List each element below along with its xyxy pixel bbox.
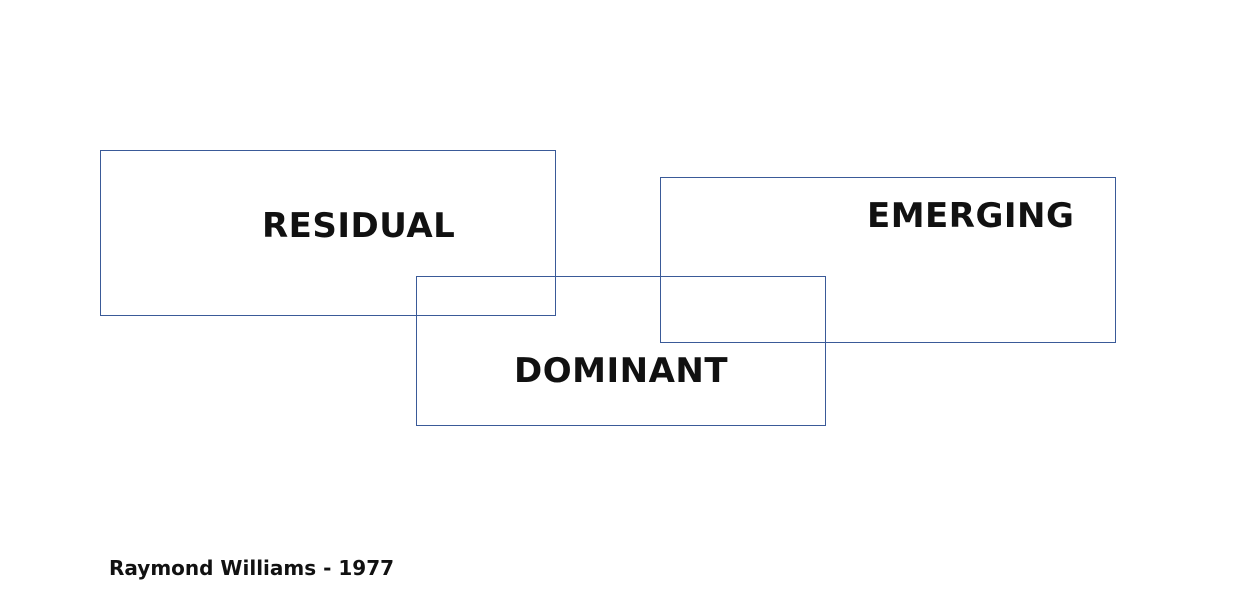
emerging-label: EMERGING — [867, 196, 1075, 236]
residual-box — [100, 150, 556, 316]
residual-label: RESIDUAL — [262, 206, 456, 246]
emerging-box — [660, 177, 1116, 343]
dominant-box — [416, 276, 826, 426]
dominant-label: DOMINANT — [514, 351, 729, 391]
attribution-caption: Raymond Williams - 1977 — [109, 556, 395, 580]
